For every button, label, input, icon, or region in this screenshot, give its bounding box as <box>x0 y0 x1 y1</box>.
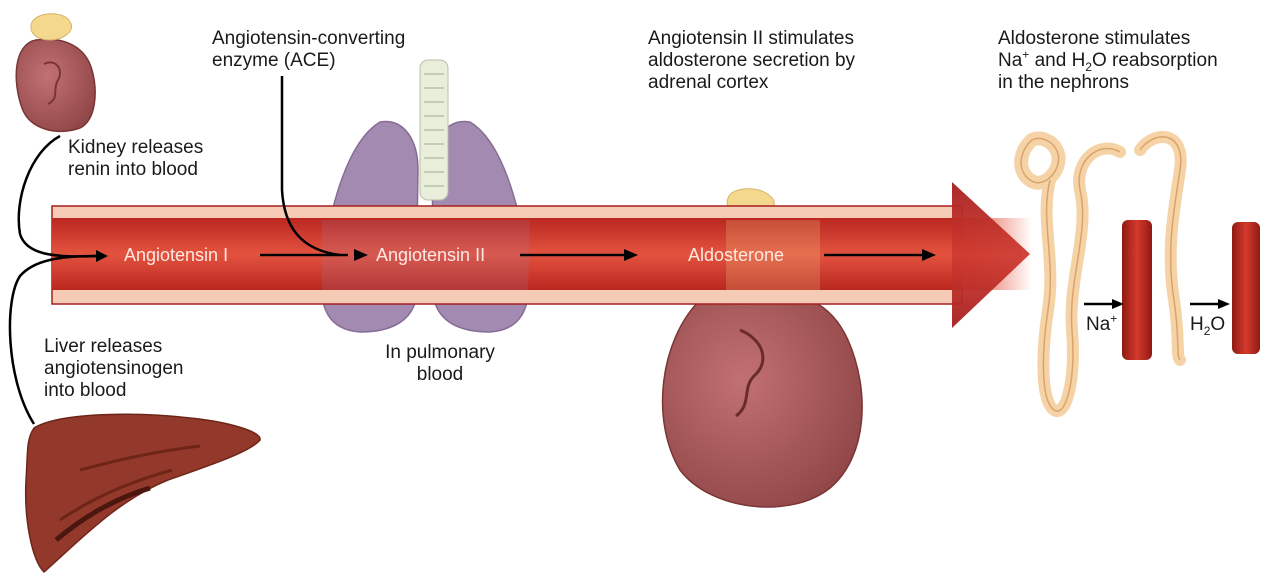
nephron-label: Aldosterone stimulates Na+ and H2O reabs… <box>998 28 1218 93</box>
nephron-label-line2: Na+ and H2O reabsorption <box>998 47 1218 74</box>
liver-illustration <box>24 413 261 574</box>
arrowhead <box>96 250 108 262</box>
adrenal-kidney-illustration <box>661 188 863 508</box>
arrowhead <box>624 249 638 261</box>
kidney-illustration <box>15 13 96 133</box>
arrowhead <box>354 249 368 261</box>
water-label: H2O <box>1190 314 1226 338</box>
arrowhead <box>1218 299 1230 309</box>
liver-label: Liver releases angiotensinogen into bloo… <box>44 336 184 401</box>
blood-vessel <box>51 182 1032 328</box>
sodium-ion-label: Na+ <box>1086 311 1118 335</box>
pulmonary-label: In pulmonary blood <box>385 342 495 385</box>
angiotensin-1-label: Angiotensin I <box>124 245 229 265</box>
arrowhead <box>922 249 936 261</box>
capillary-1 <box>1122 220 1152 360</box>
arrowhead <box>1112 299 1124 309</box>
angiotensin-2-label: Angiotensin II <box>376 245 486 265</box>
capillary-2 <box>1232 222 1260 354</box>
ace-label: Angiotensin-converting enzyme (ACE) <box>212 28 406 71</box>
adrenal-label: Angiotensin II stimulates aldosterone se… <box>648 28 856 93</box>
kidney-label: Kidney releases renin into blood <box>68 137 204 180</box>
angiotensinogen-arrow <box>8 254 97 425</box>
ace-arrow <box>280 76 341 257</box>
nephron-illustration <box>1014 130 1187 418</box>
renin-arrow <box>17 134 97 258</box>
aldosterone-label: Aldosterone <box>688 245 785 265</box>
